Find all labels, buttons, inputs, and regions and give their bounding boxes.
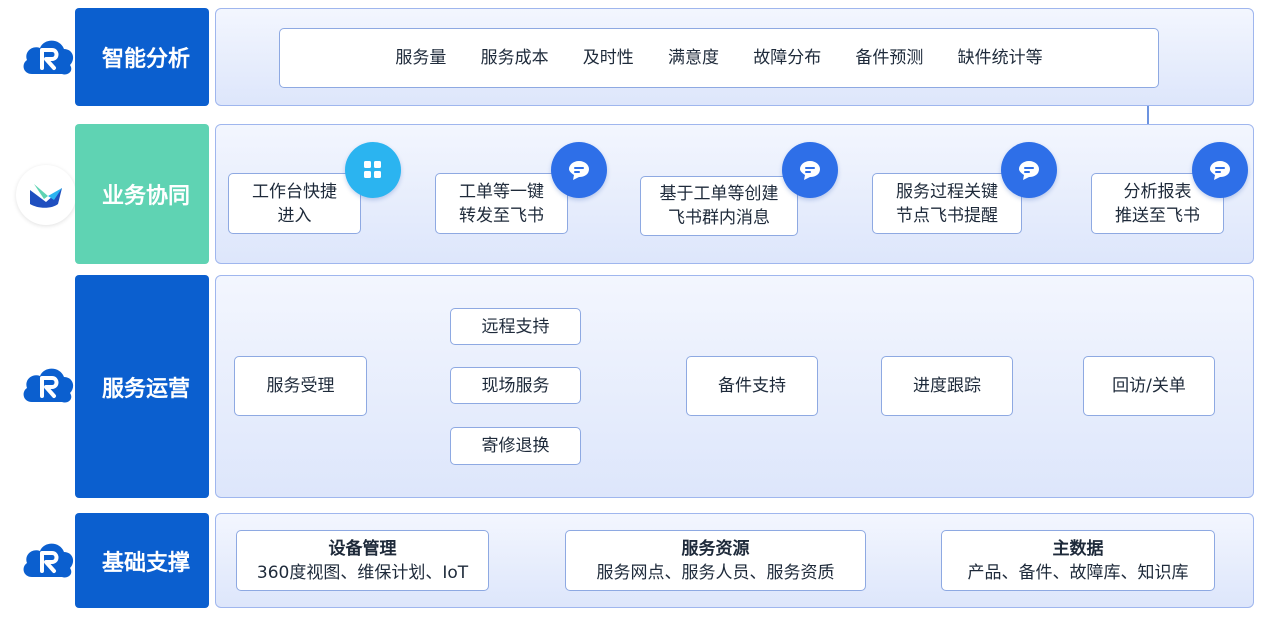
collab-item: 服务过程关键 节点飞书提醒 <box>872 173 1022 234</box>
collab-item-line2: 进入 <box>277 205 312 226</box>
chat-bubble-icon <box>782 142 838 198</box>
collab-item-line1: 工作台快捷 <box>252 181 337 202</box>
ops-step-box: 进度跟踪 <box>881 356 1013 416</box>
grid-app-icon <box>345 142 401 198</box>
collab-item-line1: 服务过程关键 <box>896 181 998 202</box>
chat-bubble-icon <box>1192 142 1248 198</box>
feishu-logo <box>16 165 76 225</box>
ops-branch-box: 远程支持 <box>450 308 581 345</box>
foundation-item: 服务资源 服务网点、服务人员、服务资质 <box>565 530 866 591</box>
row-label-analysis: 智能分析 <box>75 8 209 106</box>
collab-item-line2: 节点飞书提醒 <box>896 205 998 226</box>
foundation-item: 主数据 产品、备件、故障库、知识库 <box>941 530 1215 591</box>
chat-bubble-icon <box>1001 142 1057 198</box>
ops-step-box: 回访/关单 <box>1083 356 1215 416</box>
collab-item-line1: 分析报表 <box>1123 181 1192 202</box>
foundation-item-sub: 产品、备件、故障库、知识库 <box>967 562 1189 583</box>
foundation-item-title: 主数据 <box>1052 538 1104 559</box>
foundation-item: 设备管理 360度视图、维保计划、IoT <box>236 530 489 591</box>
foundation-item-title: 设备管理 <box>328 538 397 559</box>
ops-start-box: 服务受理 <box>234 356 367 416</box>
row-label-ops: 服务运营 <box>75 275 209 498</box>
row-label-foundation: 基础支撑 <box>75 513 209 608</box>
analysis-metrics-box: 服务量 服务成本 及时性 满意度 故障分布 备件预测 缺件统计等 <box>279 28 1159 88</box>
ops-step-box: 备件支持 <box>686 356 818 416</box>
row-label-collab: 业务协同 <box>75 124 209 264</box>
ops-branch-box: 寄修退换 <box>450 427 581 465</box>
collab-item-line2: 推送至飞书 <box>1115 205 1200 226</box>
collab-item: 工单等一键 转发至飞书 <box>435 173 568 234</box>
cloud-logo-icon <box>23 543 74 578</box>
foundation-item-title: 服务资源 <box>681 538 750 559</box>
ops-branch-box: 现场服务 <box>450 367 581 404</box>
collab-item: 基于工单等创建 飞书群内消息 <box>640 176 798 236</box>
foundation-item-sub: 服务网点、服务人员、服务资质 <box>596 562 835 583</box>
feishu-bird-icon <box>30 184 62 208</box>
cloud-logo-icon <box>23 368 74 403</box>
collab-item-line2: 转发至飞书 <box>459 205 544 226</box>
cloud-logo-icon <box>23 40 74 75</box>
collab-item-line1: 基于工单等创建 <box>659 184 779 204</box>
collab-item: 工作台快捷 进入 <box>228 173 361 234</box>
collab-item-line1: 工单等一键 <box>459 181 544 202</box>
foundation-item-sub: 360度视图、维保计划、IoT <box>256 562 469 583</box>
chat-bubble-icon <box>551 142 607 198</box>
collab-item-line2: 飞书群内消息 <box>668 208 770 228</box>
